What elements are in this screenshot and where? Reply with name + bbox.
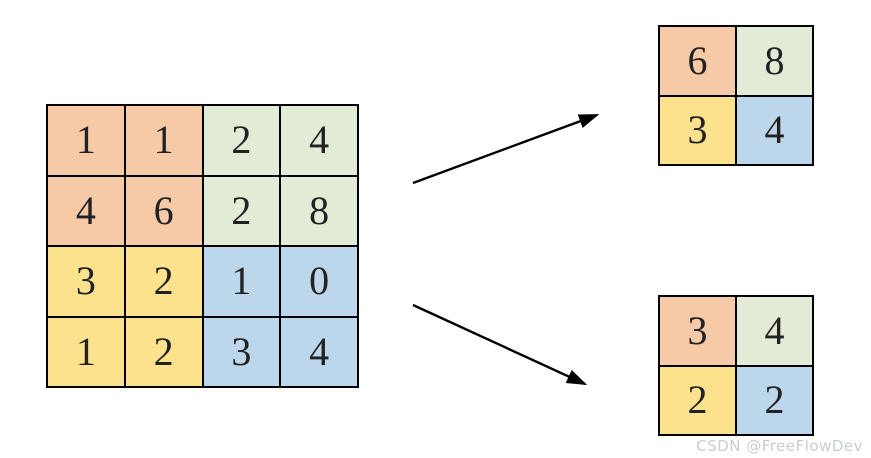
matrix-cell: 4 (48, 176, 124, 245)
input-matrix-4x4: 1 1 2 4 4 6 2 8 3 2 1 0 1 2 3 4 (46, 104, 359, 388)
matrix-cell: 4 (281, 106, 357, 175)
avg-pool-result-2x2: 3 4 2 2 (658, 295, 814, 436)
matrix-cell: 2 (125, 317, 202, 386)
matrix-cell: 1 (48, 317, 124, 386)
matrix-cell: 1 (203, 247, 280, 316)
matrix-cell: 2 (660, 366, 735, 434)
matrix-cell: 1 (125, 106, 202, 175)
matrix-cell: 1 (48, 106, 124, 175)
matrix-cell: 6 (660, 27, 735, 95)
matrix-cell: 3 (203, 317, 280, 386)
matrix-cell: 8 (737, 27, 812, 95)
matrix-cell: 2 (737, 366, 812, 434)
matrix-cell: 3 (48, 247, 124, 316)
max-pool-result-2x2: 6 8 3 4 (658, 25, 814, 166)
arrow-to-max-pool-icon (412, 113, 600, 185)
matrix-cell: 4 (737, 297, 812, 365)
matrix-cell: 2 (125, 247, 202, 316)
matrix-cell: 3 (660, 297, 735, 365)
matrix-cell: 6 (125, 176, 202, 245)
arrow-to-avg-pool-icon (412, 303, 588, 386)
matrix-cell: 3 (660, 96, 735, 164)
matrix-cell: 4 (281, 317, 357, 386)
matrix-cell: 8 (281, 176, 357, 245)
matrix-cell: 2 (203, 106, 280, 175)
matrix-cell: 0 (281, 247, 357, 316)
matrix-cell: 2 (203, 176, 280, 245)
csdn-watermark: CSDN @FreeFlowDev (696, 437, 863, 455)
matrix-cell: 4 (737, 96, 812, 164)
